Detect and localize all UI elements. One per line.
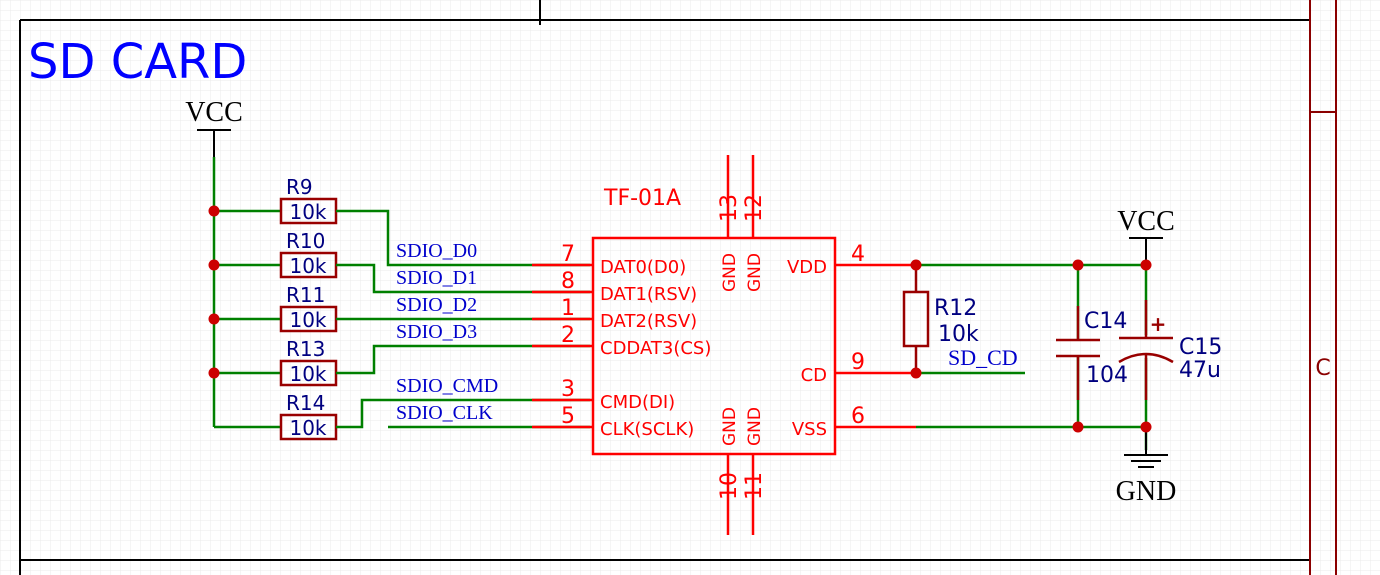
resistor-ref: R11 bbox=[286, 283, 325, 307]
c15-capacitor bbox=[1118, 300, 1174, 400]
vcc-label-right: VCC bbox=[1117, 206, 1175, 237]
junction-dot bbox=[208, 313, 220, 325]
resistor-value: 10k bbox=[289, 308, 326, 332]
pin-number: 10 bbox=[717, 472, 742, 500]
frame-zone-label: C bbox=[1315, 356, 1330, 381]
resistor-ref: R10 bbox=[286, 229, 325, 253]
pin-name: GND bbox=[720, 253, 740, 292]
resistor-ref: R13 bbox=[286, 337, 325, 361]
junction-dot bbox=[910, 367, 922, 379]
net-label-sdio-cmd: SDIO_CMD bbox=[396, 375, 498, 397]
resistor-value: 10k bbox=[289, 416, 326, 440]
c15-ref: C15 bbox=[1179, 335, 1222, 360]
resistor-ref: R9 bbox=[286, 175, 313, 199]
c14-value: 104 bbox=[1086, 363, 1128, 388]
junction-dot bbox=[1140, 421, 1152, 433]
c14-ref: C14 bbox=[1084, 309, 1127, 334]
pin-name: GND bbox=[745, 407, 765, 446]
junction-dot bbox=[1072, 259, 1084, 271]
net-label-sdio-d2: SDIO_D2 bbox=[396, 294, 477, 316]
chip-ref: TF-01A bbox=[603, 186, 681, 211]
net-label-sdio-d3: SDIO_D3 bbox=[396, 321, 477, 343]
junction-dot bbox=[1072, 421, 1084, 433]
pin-number: 13 bbox=[717, 194, 742, 222]
pin-number: 8 bbox=[561, 269, 575, 294]
pin-number: 9 bbox=[851, 350, 865, 375]
net-label-sdio-d0: SDIO_D0 bbox=[396, 240, 477, 262]
junction-dot bbox=[208, 259, 220, 271]
pin-name: VDD bbox=[787, 257, 827, 278]
pin-number: 6 bbox=[851, 404, 865, 429]
pin-name: DAT2(RSV) bbox=[600, 311, 697, 332]
net-label-sd-cd: SD_CD bbox=[948, 345, 1018, 370]
junction-dot bbox=[208, 367, 220, 379]
pin-name: DAT1(RSV) bbox=[600, 284, 697, 305]
pin-number: 2 bbox=[561, 323, 575, 348]
pin-name: CD bbox=[801, 365, 827, 386]
r12-value: 10k bbox=[938, 322, 979, 347]
sheet-frame bbox=[19, 0, 1310, 575]
gnd-label: GND bbox=[1116, 476, 1177, 507]
pin-number: 3 bbox=[561, 377, 575, 402]
resistor-value: 10k bbox=[289, 200, 326, 224]
junction-dot bbox=[208, 205, 220, 217]
r12-ref: R12 bbox=[934, 296, 977, 321]
pin-name: DAT0(D0) bbox=[600, 257, 686, 278]
pin-number: 12 bbox=[742, 194, 767, 222]
sheet-title: SD CARD bbox=[28, 34, 247, 90]
net-label-sdio-clk: SDIO_CLK bbox=[396, 402, 493, 424]
vcc-label-left: VCC bbox=[185, 97, 243, 128]
pin-name: GND bbox=[745, 253, 765, 292]
pin-name: CDDAT3(CS) bbox=[600, 338, 711, 359]
net-label-sdio-d1: SDIO_D1 bbox=[396, 267, 477, 289]
pin-number: 5 bbox=[561, 404, 575, 429]
pin-name: GND bbox=[720, 407, 740, 446]
junction-dot bbox=[1140, 259, 1152, 271]
c15-polarity-mark: + bbox=[1150, 312, 1167, 336]
vcc-symbol-left bbox=[197, 129, 231, 157]
resistor-ref: R14 bbox=[286, 391, 325, 415]
frame-border-right bbox=[1309, 0, 1337, 575]
pin-number: 1 bbox=[561, 296, 575, 321]
c15-value: 47u bbox=[1179, 358, 1221, 383]
pin-number: 11 bbox=[742, 472, 767, 500]
pin-number: 4 bbox=[851, 242, 865, 267]
pin-number: 7 bbox=[561, 242, 575, 267]
resistor-value: 10k bbox=[289, 362, 326, 386]
resistor-value: 10k bbox=[289, 254, 326, 278]
pin-name: CLK(SCLK) bbox=[600, 419, 694, 440]
c14-capacitor bbox=[1056, 306, 1100, 400]
junction-dot bbox=[910, 259, 922, 271]
pin-name: VSS bbox=[792, 419, 827, 440]
pin-name: CMD(DI) bbox=[600, 392, 675, 413]
